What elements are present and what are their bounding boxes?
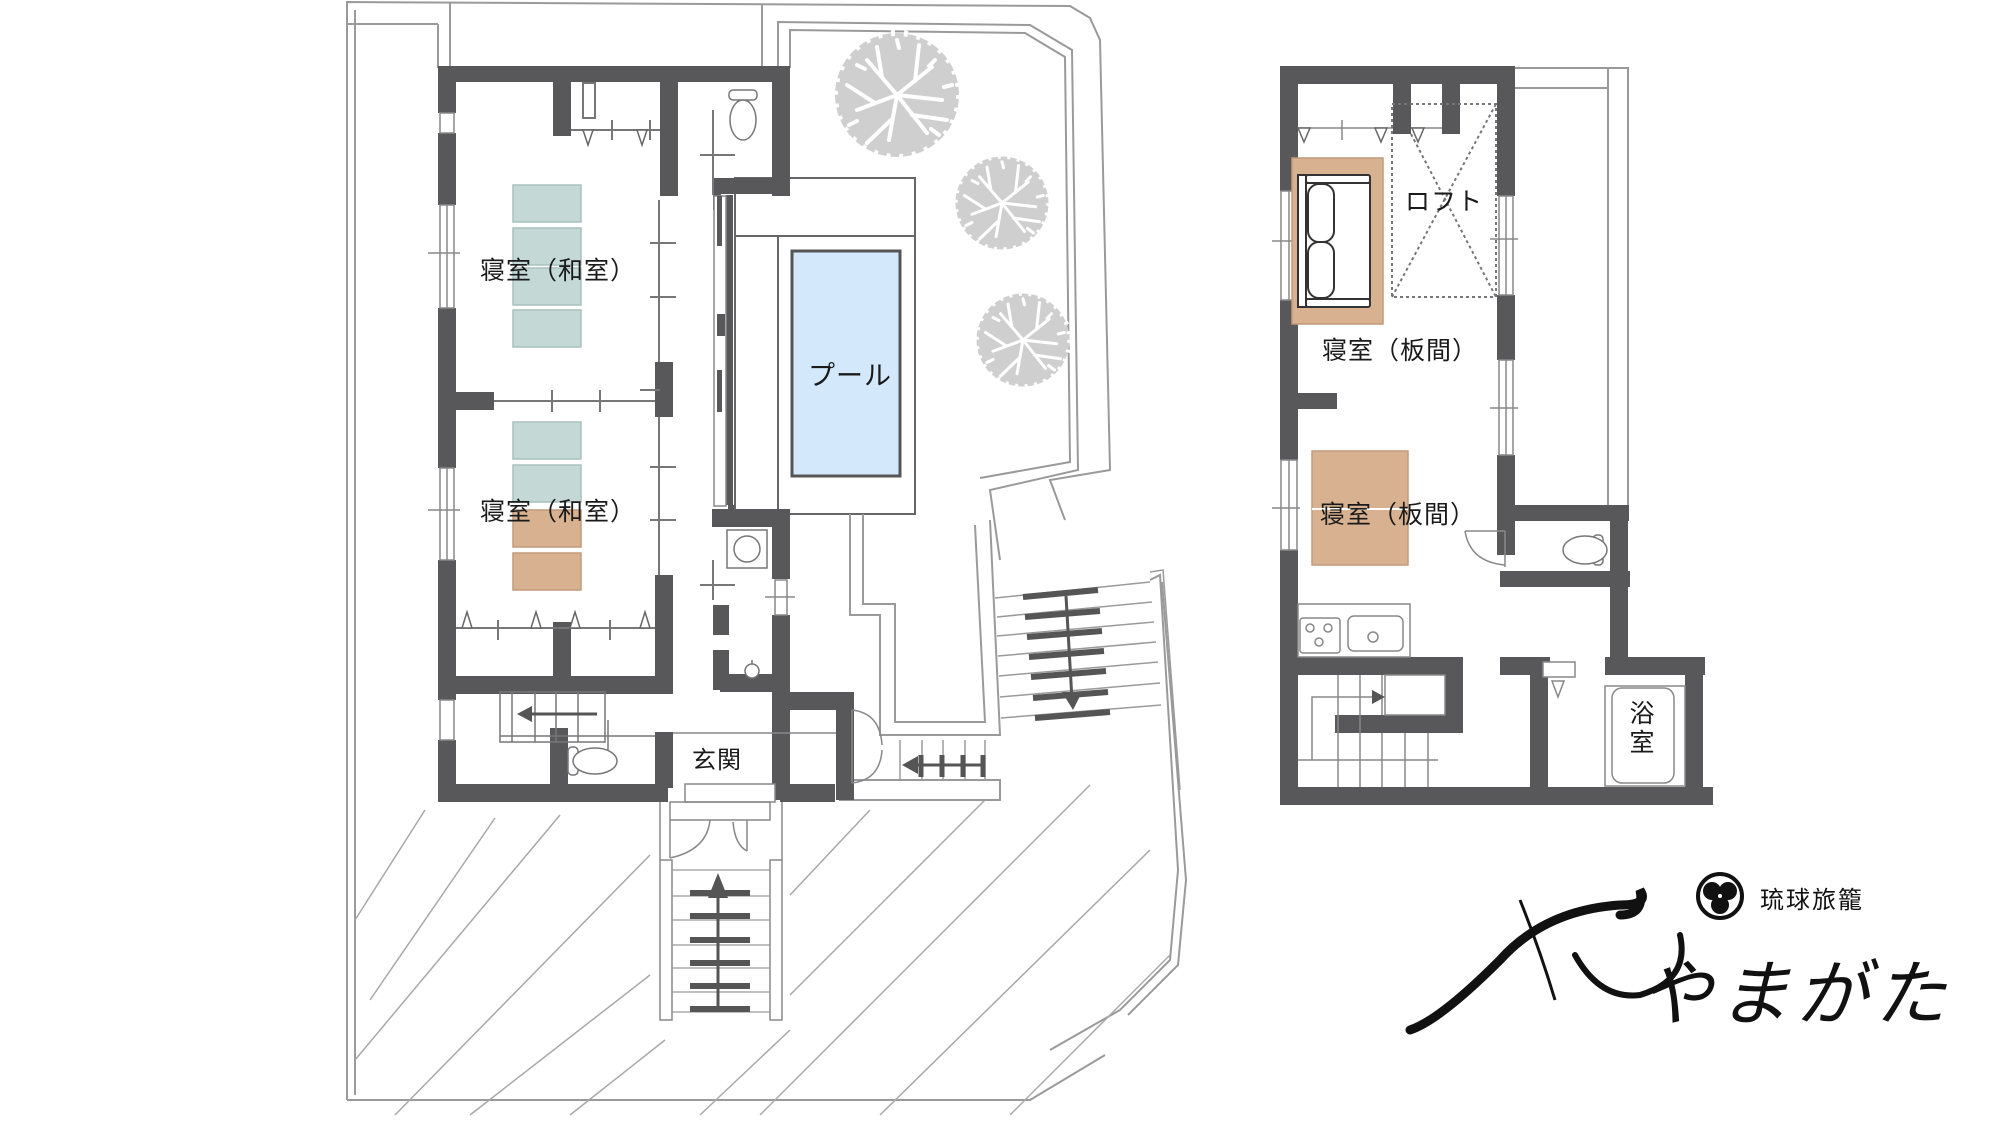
pool-water — [790, 249, 902, 478]
sofa-icon — [1297, 174, 1371, 308]
interior-stairs — [499, 691, 655, 750]
family-crest-icon — [1696, 872, 1744, 920]
room-label-bedroom-wood-1: 寝室（板間） — [1322, 336, 1479, 365]
room-label-bedroom-wood-2: 寝室（板間） — [1320, 500, 1477, 529]
toilet-icon — [1562, 534, 1608, 566]
east-stairs — [994, 569, 1181, 791]
toilet-icon — [728, 89, 758, 141]
washbasin-icon — [726, 529, 768, 679]
loft-outline — [1391, 103, 1497, 298]
room-label-bedroom-japanese-1: 寝室（和室） — [480, 256, 637, 285]
tatami-mats — [512, 184, 582, 503]
room-label-bedroom-japanese-2: 寝室（和室） — [480, 497, 637, 526]
brush-stroke — [1405, 887, 1647, 1035]
wood-mats — [512, 509, 582, 591]
arrow-up-icon — [708, 873, 728, 898]
arrow-down-icon — [1062, 692, 1082, 710]
room-label-loft: ロフト — [1405, 187, 1484, 216]
room-label-entrance: 玄関 — [692, 746, 742, 774]
room-label-bathroom: 浴 室 — [1629, 699, 1655, 757]
arrow-left-icon — [517, 706, 532, 722]
bathtub — [1542, 661, 1686, 787]
tree-icon — [956, 157, 1049, 250]
arrow-left-icon — [902, 756, 918, 774]
upper-stairs — [1298, 674, 1446, 787]
room-label-pool: プール — [808, 361, 892, 392]
tree-icon — [835, 33, 959, 157]
kitchen-counter — [1297, 603, 1411, 658]
walls-ground-floor — [438, 66, 854, 802]
brand-subtitle: 琉球旅籠 — [1760, 886, 1864, 914]
arrow-right-icon — [1372, 690, 1385, 704]
driveway-hatch — [354, 784, 1171, 1116]
brand-name: やまがた — [1640, 952, 1953, 1036]
walls-upper-floor — [1280, 66, 1713, 805]
toilet-icon — [567, 746, 618, 776]
tree-icon — [977, 294, 1070, 387]
